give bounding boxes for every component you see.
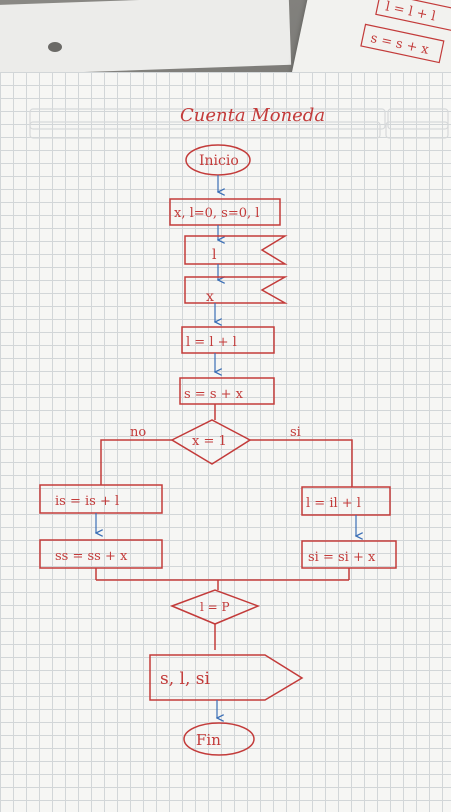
branch-si-label: si [290, 425, 301, 440]
bg-process-box-1 [375, 0, 451, 32]
input-x-shape [184, 276, 288, 304]
proc-l-label: l = l + l [186, 335, 237, 350]
proc-s-box [179, 377, 275, 405]
graph-paper-page [0, 42, 451, 812]
bg-process-box-2 [360, 23, 445, 64]
branch-no-label: no [130, 425, 146, 440]
proc-s-label: s = s + x [184, 387, 244, 402]
input-x-label: x [206, 289, 214, 305]
background-sheet-notes: l = l + l s = s + x [360, 0, 451, 64]
proc-si-label: si = si + x [308, 550, 376, 565]
proc-l-box [181, 326, 275, 354]
input-l-label: l [212, 247, 217, 263]
proc-is-box [39, 484, 163, 514]
branch-no-line [100, 439, 172, 485]
header-box-right [387, 108, 449, 130]
output-label: s, l, si [160, 669, 211, 689]
cond-x-label: x = 1 [192, 434, 227, 449]
init-process-box [169, 198, 281, 226]
proc-ss-label: ss = ss + x [55, 549, 128, 564]
end-label: Fin [196, 731, 221, 749]
proc-il-box [301, 486, 391, 516]
cond-p-label: l = P [200, 600, 230, 614]
end-terminal [183, 722, 255, 756]
start-label: Inicio [199, 153, 239, 169]
header-box-right-2 [385, 121, 449, 139]
proc-ss-box [39, 539, 163, 569]
proc-is-label: is = is + l [55, 494, 119, 509]
header-box-left-2 [29, 121, 381, 139]
page-title: Cuenta Moneda [180, 105, 325, 126]
cond-p-diamond [169, 589, 261, 625]
input-l-shape [184, 235, 288, 265]
proc-il-label: l = il + l [306, 496, 361, 511]
header-box-left [29, 108, 386, 130]
output-shape [149, 654, 304, 701]
branch-si-line [250, 439, 353, 487]
init-label: x, l=0, s=0, l [174, 206, 259, 221]
background-sheet: l = l + l s = s + x [288, 0, 451, 130]
binder-hole [48, 42, 62, 52]
